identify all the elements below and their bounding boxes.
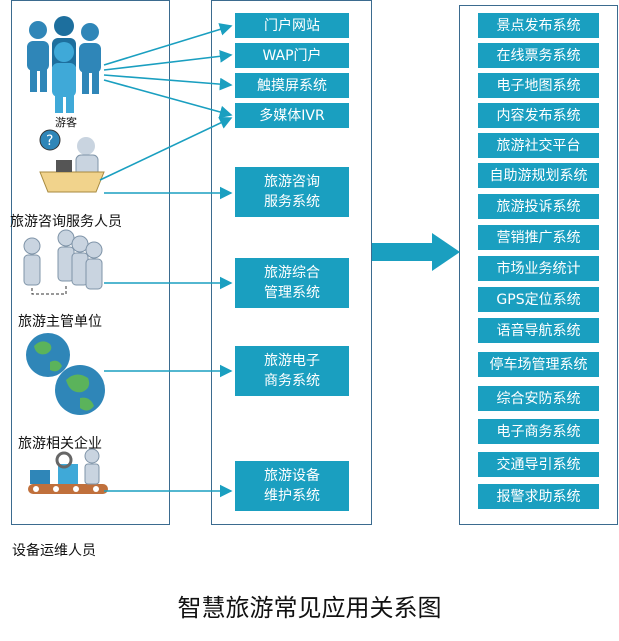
actor-label-authority: 旅游主管单位 bbox=[18, 314, 102, 330]
authority-people-icon bbox=[23, 229, 103, 295]
box-manage-system: 旅游综合 管理系统 bbox=[235, 258, 349, 308]
system-item: 内容发布系统 bbox=[478, 103, 599, 128]
connector-arrows bbox=[99, 23, 233, 498]
system-item: 旅游投诉系统 bbox=[478, 194, 599, 219]
system-item: 停车场管理系统 bbox=[478, 352, 599, 377]
system-item: 旅游社交平台 bbox=[478, 133, 599, 158]
system-item: GPS定位系统 bbox=[478, 287, 599, 312]
system-item: 营销推广系统 bbox=[478, 225, 599, 250]
system-item: 在线票务系统 bbox=[478, 43, 599, 68]
diagram-caption: 智慧旅游常见应用关系图 bbox=[177, 594, 442, 622]
system-item: 报警求助系统 bbox=[478, 484, 599, 509]
box-consult-system: 旅游咨询 服务系统 bbox=[235, 167, 349, 217]
system-item: 自助游规划系统 bbox=[478, 163, 599, 188]
system-item: 综合安防系统 bbox=[478, 386, 599, 411]
actor-label-maint: 设备运维人员 bbox=[12, 543, 96, 559]
box-ecommerce-system: 旅游电子 商务系统 bbox=[235, 346, 349, 396]
box-portal: 门户网站 bbox=[235, 13, 349, 38]
tourist-group-icon bbox=[27, 16, 101, 113]
globe-icon bbox=[26, 333, 105, 415]
system-item: 市场业务统计 bbox=[478, 256, 599, 281]
system-item: 语音导航系统 bbox=[478, 318, 599, 343]
box-ivr: 多媒体IVR bbox=[235, 103, 349, 128]
actor-label-enterprise: 旅游相关企业 bbox=[18, 436, 102, 452]
factory-conveyor-icon bbox=[28, 448, 108, 494]
system-item: 交通导引系统 bbox=[478, 452, 599, 477]
box-wap: WAP门户 bbox=[235, 43, 349, 68]
box-maint-system: 旅游设备 维护系统 bbox=[235, 461, 349, 511]
flow-arrow-icon bbox=[372, 233, 460, 271]
actor-label-tourist: 游客 bbox=[55, 116, 77, 129]
system-item: 电子地图系统 bbox=[478, 73, 599, 98]
svg-text:?: ? bbox=[46, 133, 53, 149]
consultant-desk-icon: ? bbox=[39, 129, 105, 193]
system-item: 电子商务系统 bbox=[478, 419, 599, 444]
actor-label-consult: 旅游咨询服务人员 bbox=[10, 214, 122, 230]
box-touchscreen: 触摸屏系统 bbox=[235, 73, 349, 98]
system-item: 景点发布系统 bbox=[478, 13, 599, 38]
